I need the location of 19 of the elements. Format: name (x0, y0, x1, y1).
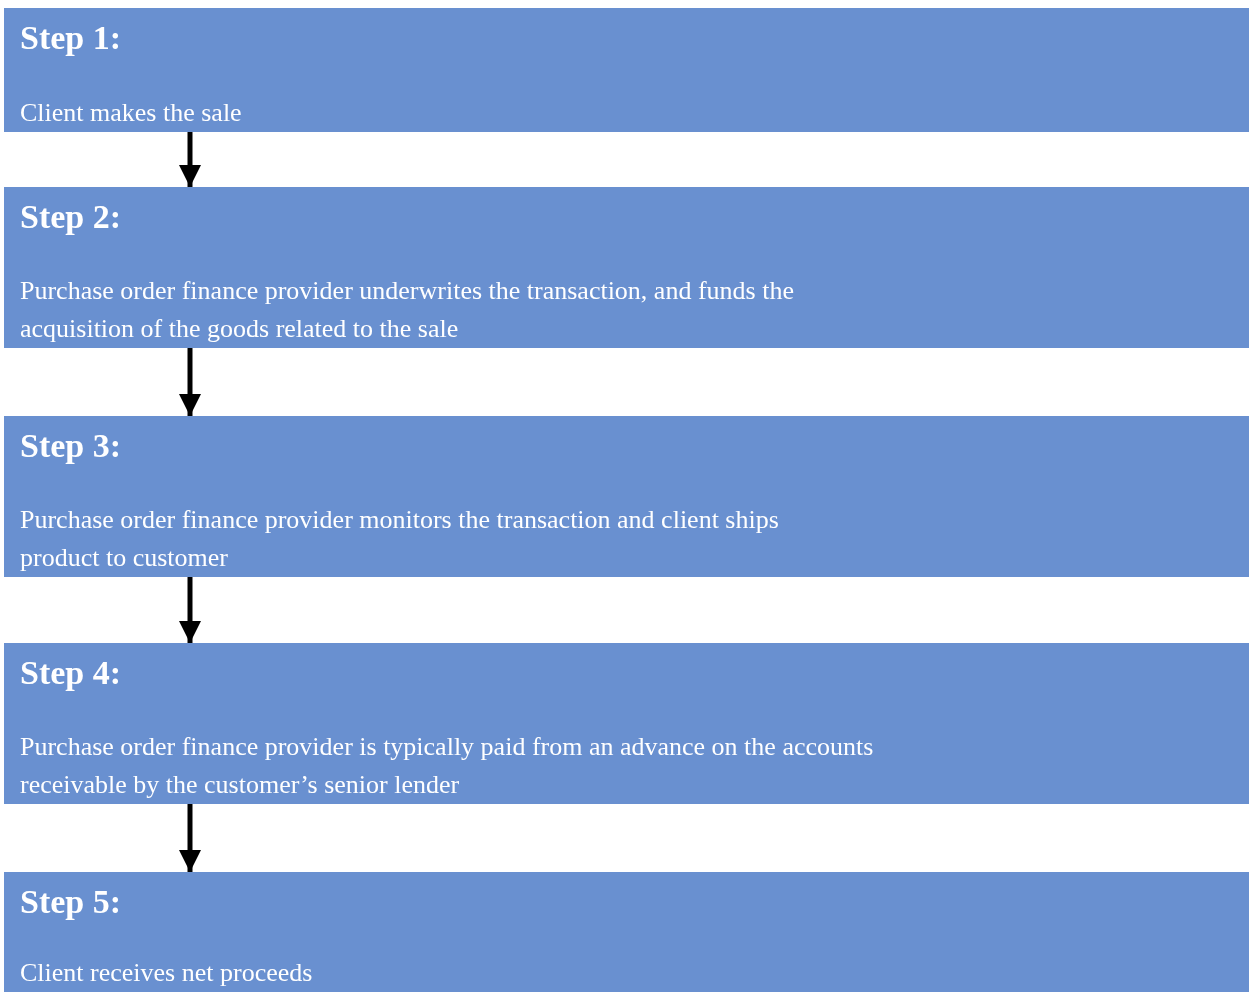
step-box (4, 187, 1249, 348)
step-description: Client receives net proceeds (20, 957, 314, 989)
arrow (178, 132, 202, 187)
step-description: Purchase order finance provider monitors the transaction and client ships product to customer (20, 504, 780, 574)
step-description: Client makes the sale (20, 97, 243, 129)
step-box (4, 8, 1249, 132)
arrow (178, 804, 202, 872)
step-heading: Step 4: (20, 653, 122, 693)
step-box (4, 416, 1249, 577)
arrow (178, 577, 202, 643)
arrow (178, 348, 202, 416)
step-heading: Step 1: (20, 18, 122, 58)
step-box (4, 872, 1249, 992)
step-description: Purchase order finance provider underwrites the transaction, and funds the acquisition of the goods related to the sale (20, 275, 795, 345)
step-heading: Step 2: (20, 197, 122, 237)
step-box (4, 643, 1249, 804)
step-heading: Step 3: (20, 426, 122, 466)
step-heading: Step 5: (20, 882, 122, 922)
step-description: Purchase order finance provider is typically paid from an advance on the accounts receivable by the customer’s senior lender (20, 731, 875, 801)
